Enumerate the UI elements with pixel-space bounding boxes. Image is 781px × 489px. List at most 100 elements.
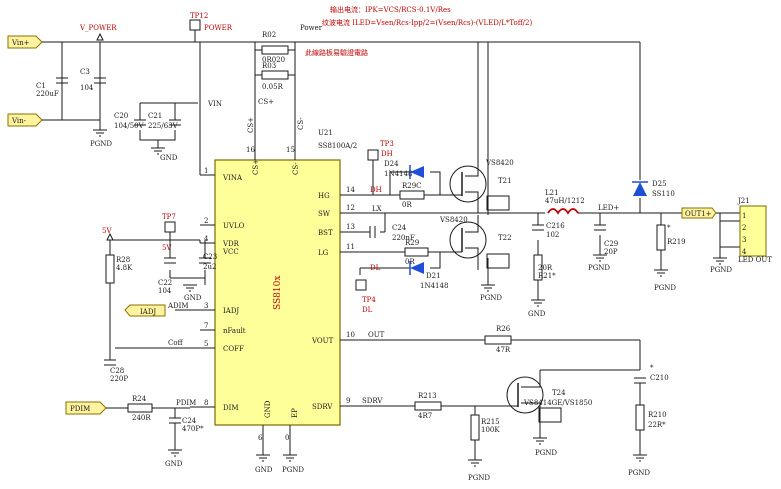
port-out1-plus[interactable]: OUT1+	[681, 207, 717, 219]
capacitor-c3[interactable]: C3 104	[80, 68, 106, 92]
port-iadj[interactable]: IADJ	[124, 304, 166, 317]
mosfet-t24[interactable]: T24 VS8414GE/VS1850	[500, 370, 592, 430]
r28-value: 4.8K	[116, 264, 133, 272]
net-sdrv: SDRV	[362, 397, 383, 405]
capacitor-c20[interactable]: C20 104/50V	[114, 112, 146, 130]
svg-text:VS8420: VS8420	[439, 216, 468, 224]
svg-text:nFault: nFault	[223, 327, 246, 335]
testpoint-tp3[interactable]	[367, 149, 379, 161]
ground-label-gnd-2: GND	[184, 294, 202, 302]
svg-text:13: 13	[346, 223, 355, 231]
r219-value: *	[667, 224, 671, 232]
capacitor-c23[interactable]: C23 2u2	[199, 253, 217, 271]
svg-text:12: 12	[346, 204, 355, 212]
ic-ss810x-body[interactable]	[214, 159, 341, 426]
capacitor-c216[interactable]: C216 102	[532, 222, 565, 239]
svg-text:C216: C216	[546, 222, 565, 230]
ic-part: SS8100A/2	[318, 142, 357, 150]
testpoint-tp4[interactable]	[355, 279, 367, 291]
svg-text:Vin+: Vin+	[11, 39, 30, 47]
resistor-r21-star[interactable]	[533, 254, 543, 281]
capacitor-c28[interactable]: C28 220P	[104, 359, 128, 383]
r29c-ref: R29C	[402, 182, 422, 190]
svg-text:Vin-: Vin-	[11, 117, 27, 125]
resistor-r26[interactable]	[484, 335, 512, 345]
r215-ref: R215	[481, 418, 500, 426]
port-vin-minus[interactable]: Vin-	[7, 113, 43, 127]
cs-note: 此線路板易驗證電路	[305, 48, 368, 57]
resistor-r219[interactable]	[656, 224, 666, 251]
svg-text:1: 1	[204, 167, 208, 175]
svg-text:2: 2	[742, 224, 746, 232]
tp7-label: TP7	[162, 213, 176, 221]
resistor-r215[interactable]	[470, 414, 480, 441]
mosfet-t22[interactable]: VS8420 T22	[439, 215, 512, 270]
resistor-r28[interactable]	[105, 254, 115, 284]
svg-text:20P: 20P	[604, 248, 618, 256]
tp4-label: TP4	[362, 296, 376, 304]
svg-text:VS8420: VS8420	[485, 159, 514, 167]
svg-text:LED OUT: LED OUT	[738, 256, 772, 264]
resistor-r29c[interactable]	[399, 190, 425, 200]
svg-text:VS8414GE/VS1850: VS8414GE/VS1850	[523, 399, 592, 407]
capacitor-c24-bootstrap[interactable]: C24 220nF	[369, 224, 415, 242]
ground-label-gnd-1: GND	[160, 154, 178, 162]
svg-text:CS-: CS-	[292, 162, 300, 175]
svg-text:BST: BST	[318, 229, 333, 237]
svg-text:T22: T22	[498, 234, 512, 242]
resistor-r213[interactable]	[414, 401, 442, 411]
r219-ref: R219	[667, 238, 686, 246]
diode-d24[interactable]: D24 1N4148	[384, 160, 424, 179]
net-lx: LX	[372, 205, 382, 213]
net-coff: Coff	[168, 339, 184, 347]
svg-text:104/50V: 104/50V	[114, 122, 145, 130]
capacitor-c22[interactable]: C22 104	[158, 257, 176, 295]
capacitor-c1[interactable]: C1 220uF	[36, 77, 68, 98]
capacitor-c21[interactable]: C21 225/63V	[148, 112, 181, 130]
port-vin-plus[interactable]: Vin+	[7, 35, 43, 49]
r210-value: 22R*	[648, 421, 666, 429]
diode-d21[interactable]: D21 1N4148	[409, 261, 448, 290]
connector-j21[interactable]: J21 1 2 3 4 LED OUT	[737, 197, 772, 264]
r210-ref: R210	[648, 411, 667, 419]
svg-text:LG: LG	[318, 249, 329, 257]
tp12-net-label: POWER	[204, 24, 233, 32]
svg-text:UVLO: UVLO	[223, 222, 245, 230]
svg-text:1: 1	[742, 212, 746, 220]
mosfet-t21[interactable]: VS8420 T21	[449, 159, 514, 213]
r26-ref: R26	[496, 325, 511, 333]
inductor-l21[interactable]: L21 47uH/1212	[545, 189, 585, 215]
testpoint-tp7[interactable]	[164, 221, 176, 233]
svg-text:COFF: COFF	[223, 345, 244, 353]
r213-value: 4R7	[418, 412, 432, 420]
svg-text:8: 8	[204, 399, 208, 407]
5v-arrow-icon	[106, 232, 114, 241]
capacitor-c29[interactable]: C29 20P	[594, 224, 618, 256]
svg-text:3: 3	[742, 236, 746, 244]
testpoint-tp12[interactable]	[189, 19, 201, 31]
resistor-r03[interactable]	[261, 70, 289, 80]
svg-text:C22: C22	[158, 279, 172, 287]
ic-right-pins: 14 HG 12 SW 13 BST 11 LG 10 VOUT 9 SDRV	[311, 186, 390, 411]
diode-d25[interactable]: D25 SS110	[632, 180, 675, 198]
net-v-power: V_POWER	[79, 24, 117, 32]
net-power: Power	[300, 24, 323, 32]
r29c-value: 0R	[402, 201, 412, 209]
r213-ref: R213	[418, 392, 437, 400]
tp3-net-label: DH	[381, 150, 393, 158]
resistor-r210[interactable]	[635, 404, 645, 431]
svg-text:4: 4	[742, 248, 747, 256]
capacitor-c210[interactable]: C210 *	[634, 364, 669, 384]
header-formula-2: 纹波电流 ILED=Vsen/Rcs-Ipp/2=(Vsen/Rcs)-(VLE…	[322, 18, 532, 27]
resistor-r29[interactable]	[404, 247, 429, 257]
svg-text:C1: C1	[36, 82, 46, 90]
net-adim: ADIM	[167, 302, 189, 310]
r28-ref: R28	[116, 256, 130, 264]
capacitor-c24[interactable]: C24 470P*	[169, 417, 204, 433]
svg-text:VCC: VCC	[222, 248, 239, 256]
resistor-r02[interactable]	[261, 45, 289, 55]
resistor-r24[interactable]	[127, 403, 153, 413]
svg-text:IADJ: IADJ	[140, 308, 156, 316]
svg-text:14: 14	[346, 186, 355, 194]
port-pdim[interactable]: PDIM	[65, 401, 107, 415]
